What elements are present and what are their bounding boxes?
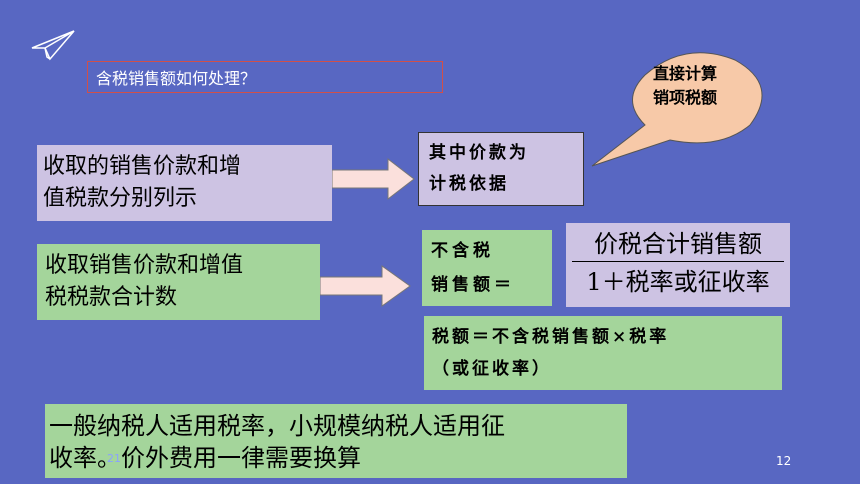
exclusive-line1: 不含税 xyxy=(431,241,494,261)
callout-line2: 销项税额 xyxy=(652,88,717,107)
callout-line1: 直接计算 xyxy=(652,64,717,83)
paper-plane-icon xyxy=(31,30,75,61)
note-line1: 一般纳税人适用税率，小规模纳税人适用征 xyxy=(49,412,505,440)
callout-text: 直接计算 销项税额 xyxy=(628,62,742,110)
combined-total-box: 收取销售价款和增值 税税款合计数 xyxy=(37,244,320,320)
tax-amount-box: 税额＝不含税销售额×税率 （或征收率） xyxy=(424,316,782,390)
page-number: 12 xyxy=(776,454,792,468)
slide-title: 含税销售额如何处理？ xyxy=(87,61,443,93)
right-arrow-icon xyxy=(332,158,415,200)
separate-listing-box: 收取的销售价款和增 值税款分别列示 xyxy=(37,145,332,221)
tax-line2: （或征收率） xyxy=(432,359,552,379)
tax-line1: 税额＝不含税销售额×税率 xyxy=(432,327,670,347)
note-line2: 收率。价外费用一律需要换算 xyxy=(49,444,361,472)
tax-basis-box: 其中价款为 计税依据 xyxy=(418,132,584,206)
formula-denominator: 1＋税率或征收率 xyxy=(586,268,770,296)
combined-line1: 收取销售价款和增值 xyxy=(45,253,244,278)
formula-fraction: 价税合计销售额 1＋税率或征收率 xyxy=(566,223,790,307)
combined-line2: 税税款合计数 xyxy=(45,285,178,310)
formula-numerator: 价税合计销售额 xyxy=(572,223,784,262)
separate-line1: 收取的销售价款和增 xyxy=(43,154,242,179)
note-box: 一般纳税人适用税率，小规模纳税人适用征 收率。价外费用一律需要换算 xyxy=(45,404,627,478)
right-arrow-icon xyxy=(320,265,411,307)
exclusive-line2: 销售额＝ xyxy=(431,275,515,295)
exclusive-sales-box: 不含税 销售额＝ xyxy=(422,230,552,306)
separate-line2: 值税款分别列示 xyxy=(43,186,198,211)
basis-line2: 计税依据 xyxy=(429,174,509,194)
speech-bubble-shape xyxy=(591,52,763,167)
footer-date: 21 xyxy=(107,452,121,465)
basis-line1: 其中价款为 xyxy=(429,143,529,163)
